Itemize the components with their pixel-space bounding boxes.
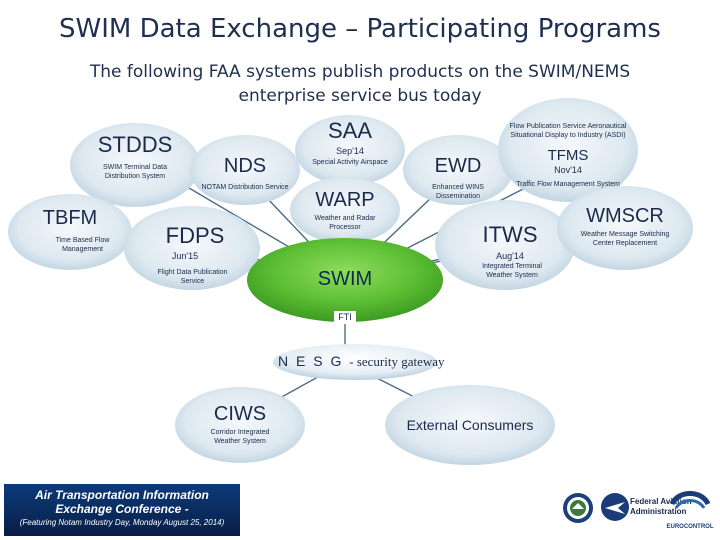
- itws-name: ITWS: [470, 222, 550, 248]
- nesg-desc: - security gateway: [349, 354, 444, 369]
- conference-banner: Air Transportation Information Exchange …: [4, 484, 240, 536]
- stdds-name: STDDS: [80, 132, 190, 158]
- eurocontrol-logo-icon: [668, 486, 712, 520]
- ciws-name: CIWS: [200, 403, 280, 426]
- nesg-letters: N E S G: [278, 353, 343, 369]
- bubble-wmscr: [557, 186, 693, 270]
- itws-desc: Integrated Terminal Weather System: [472, 262, 552, 280]
- tbfm-name: TBFM: [25, 207, 115, 230]
- fti-label: FTI: [330, 312, 360, 322]
- stdds-desc: SWIM Terminal Data Distribution System: [90, 163, 180, 181]
- itws-date: Aug'14: [475, 251, 545, 261]
- fdps-desc: Flight Data Publication Service: [145, 268, 240, 286]
- warp-desc: Weather and Radar Processor: [310, 214, 380, 232]
- warp-name: WARP: [300, 189, 390, 212]
- tfms-desc-top: Flow Publication Service Aeronautical Si…: [508, 122, 628, 140]
- nesg-label: N E S G - security gateway: [278, 353, 445, 370]
- swim-name: SWIM: [295, 268, 395, 291]
- ewd-desc: Enhanced WINS Dissemination: [420, 183, 496, 201]
- tfms-name: TFMS: [528, 147, 608, 164]
- saa-desc: Special Activity Airspace: [295, 158, 405, 167]
- fdps-name: FDPS: [150, 223, 240, 249]
- eurocontrol-text: EUROCONTROL: [660, 524, 720, 530]
- tbfm-desc: Time Based Flow Management: [45, 236, 120, 254]
- dot-seal-icon: [562, 492, 594, 524]
- banner-line-2: Exchange Conference -: [4, 502, 240, 516]
- external-consumers-label: External Consumers: [385, 417, 555, 433]
- fdps-date: Jun'15: [160, 251, 210, 261]
- wmscr-desc: Weather Message Switching Center Replace…: [575, 230, 675, 248]
- nds-desc: NOTAM Distribution Service: [200, 183, 290, 192]
- saa-name: SAA: [310, 118, 390, 144]
- tfms-date: Nov'14: [528, 165, 608, 175]
- tfms-desc: Traffic Flow Management System: [505, 180, 631, 189]
- wmscr-name: WMSCR: [575, 205, 675, 228]
- ewd-name: EWD: [418, 155, 498, 178]
- banner-line-3: (Featuring Notam Industry Day, Monday Au…: [4, 518, 240, 527]
- bubble-tbfm: [8, 194, 132, 270]
- ciws-desc: Corridor Integrated Weather System: [205, 428, 275, 446]
- banner-line-1: Air Transportation Information: [4, 488, 240, 502]
- faa-logo-icon: [600, 492, 630, 522]
- saa-date: Sep'14: [310, 146, 390, 156]
- nds-name: NDS: [205, 155, 285, 178]
